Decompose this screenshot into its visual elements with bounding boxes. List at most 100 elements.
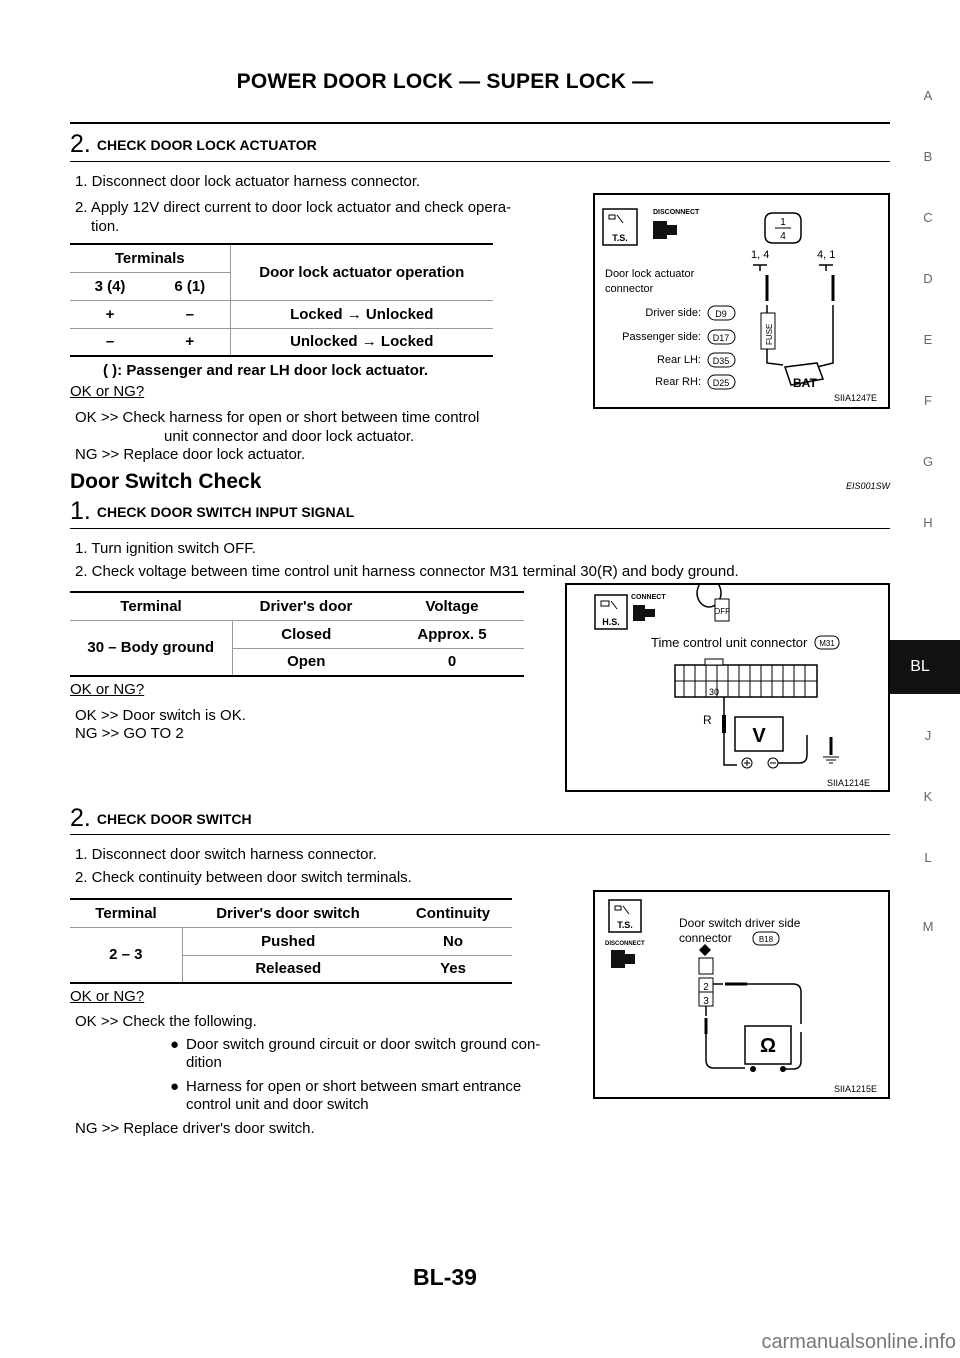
table-cell: + (70, 299, 150, 329)
table-cell: Closed (232, 619, 380, 649)
table-cell: Pushed (182, 926, 394, 956)
ohmmeter-icon (744, 1025, 792, 1065)
step-number: 1. (70, 497, 91, 525)
passenger-side-label: Passenger side: (622, 331, 701, 343)
continuity-spec-table: Terminal Driver's door switch Continuity… (70, 898, 512, 984)
side-tab-bl-active[interactable]: BL (880, 640, 960, 694)
connector-d25-label: D25 (713, 378, 730, 388)
side-tab-d[interactable]: D (923, 271, 933, 286)
ok-ng-label: OK or NG? (70, 988, 145, 1005)
instruction-line: 1. Disconnect door switch harness connec… (75, 846, 377, 863)
connector-d17-label: D17 (713, 333, 730, 343)
actuator-spec-table: Terminals Door lock actuator operation 3… (70, 243, 493, 357)
ng-result: NG >> Replace driver's door switch. (75, 1120, 315, 1137)
table-cell: 30 – Body ground (70, 619, 233, 677)
table-cell: Unlocked → Locked (230, 327, 493, 357)
side-tab-f[interactable]: F (924, 393, 932, 408)
battery-label: BAT (793, 376, 817, 390)
side-tab-b[interactable]: B (923, 149, 933, 164)
hs-label: H.S. (602, 617, 620, 627)
bullet-icon: ● (170, 1036, 180, 1053)
door-lock-actuator-diagram: T.S. DISCONNECT 1 4 1, 4 4, 1 FUSE BAT D… (593, 193, 890, 409)
ts-label: T.S. (612, 233, 628, 243)
instruction-line: 2. Apply 12V direct current to door lock… (75, 199, 512, 216)
title-rule (70, 122, 890, 124)
instruction-line: 1. Disconnect door lock actuator harness… (75, 173, 421, 190)
step-title: CHECK DOOR SWITCH (96, 811, 252, 827)
ok-result: unit connector and door lock actuator. (164, 428, 415, 445)
side-tab-h[interactable]: H (923, 515, 933, 530)
bullet-item: dition (186, 1054, 222, 1071)
driver-side-label: Driver side: (645, 307, 701, 319)
instruction-line: 2. Check voltage between time control un… (75, 563, 739, 580)
pin-3-label: 3 (703, 996, 709, 1007)
page-number: BL-39 (413, 1264, 477, 1290)
ohmmeter-label: Ω (760, 1035, 776, 1057)
figure-code: SIIA1247E (834, 393, 877, 403)
connector-label: Time control unit connector (651, 635, 808, 650)
fuse-icon (760, 312, 776, 350)
step-number: 2. (70, 804, 91, 832)
ok-ng-label: OK or NG? (70, 383, 145, 400)
side-tab-e[interactable]: E (923, 332, 933, 347)
table-cell: Open (232, 647, 380, 677)
section-code: EIS001SW (845, 481, 890, 491)
side-tab-l[interactable]: L (924, 850, 932, 865)
connector-icon (633, 605, 655, 621)
table-cell: 2 – 3 (70, 926, 183, 984)
voltmeter-label: V (752, 725, 766, 747)
side-tab-k[interactable]: K (923, 789, 933, 804)
watermark[interactable]: carmanualsonline.info (761, 1331, 956, 1353)
connector-label: connector (605, 283, 654, 295)
table-header: Terminal (70, 591, 232, 621)
pin-30-label: 30 (709, 687, 719, 697)
step-heading: 1.CHECK DOOR SWITCH INPUT SIGNAL (70, 497, 354, 526)
table-header: 3 (4) (70, 271, 150, 301)
ok-result: OK >> Check harness for open or short be… (75, 409, 480, 426)
table-header: 6 (1) (150, 271, 231, 301)
pin-2-label: 2 (703, 982, 709, 993)
side-tab-g[interactable]: G (922, 454, 934, 469)
bullet-item: Door switch ground circuit or door switc… (186, 1036, 541, 1053)
figure-code: SIIA1215E (834, 1084, 877, 1094)
figure-code: SIIA1214E (827, 778, 870, 788)
connector-label: Door switch driver side (679, 916, 801, 930)
voltmeter-icon (734, 716, 784, 752)
rear-rh-label: Rear RH: (655, 376, 701, 388)
pin-bottom-label: 4 (780, 231, 786, 242)
connector-d35-label: D35 (713, 356, 730, 366)
side-tab-j[interactable]: J (924, 728, 932, 743)
fuse-label: FUSE (765, 324, 774, 345)
hs-badge-icon (594, 594, 628, 630)
table-header: Terminal (70, 898, 182, 928)
table-header: Terminals (70, 243, 231, 273)
side-tab-c[interactable]: C (923, 210, 933, 225)
battery-icon (783, 362, 825, 386)
rear-lh-label: Rear LH: (657, 354, 701, 366)
instruction-line: tion. (91, 218, 120, 235)
door-switch-diagram: T.S. DISCONNECT Door switch driver side … (593, 890, 890, 1099)
bullet-icon: ● (170, 1078, 180, 1095)
instruction-line: 1. Turn ignition switch OFF. (75, 540, 256, 557)
pin-top-label: 1 (780, 217, 786, 228)
side-tab-m[interactable]: M (922, 919, 934, 934)
step-number: 2. (70, 130, 91, 158)
table-header: Door lock actuator operation (230, 243, 493, 301)
connector-label: Door lock actuator (605, 268, 695, 280)
step-rule (70, 528, 890, 529)
ng-result: NG >> Replace door lock actuator. (75, 446, 306, 463)
step-rule (70, 834, 890, 835)
table-cell: Yes (394, 954, 512, 984)
table-cell: 0 (380, 647, 524, 677)
side-tab-a[interactable]: A (923, 88, 933, 103)
connector-label: connector (679, 931, 732, 945)
time-control-unit-diagram: H.S. CONNECT OFF Time control unit conne… (565, 583, 890, 792)
table-cell: Locked → Unlocked (230, 299, 493, 329)
table-cell: + (150, 327, 231, 357)
page-title: POWER DOOR LOCK — SUPER LOCK — (236, 70, 654, 93)
connector-m31-label: M31 (819, 639, 835, 648)
disconnect-label: DISCONNECT (653, 209, 700, 216)
disconnect-connector-icon (653, 221, 677, 239)
terminal-left-label: 1, 4 (751, 249, 769, 261)
table-header: Voltage (380, 591, 524, 621)
